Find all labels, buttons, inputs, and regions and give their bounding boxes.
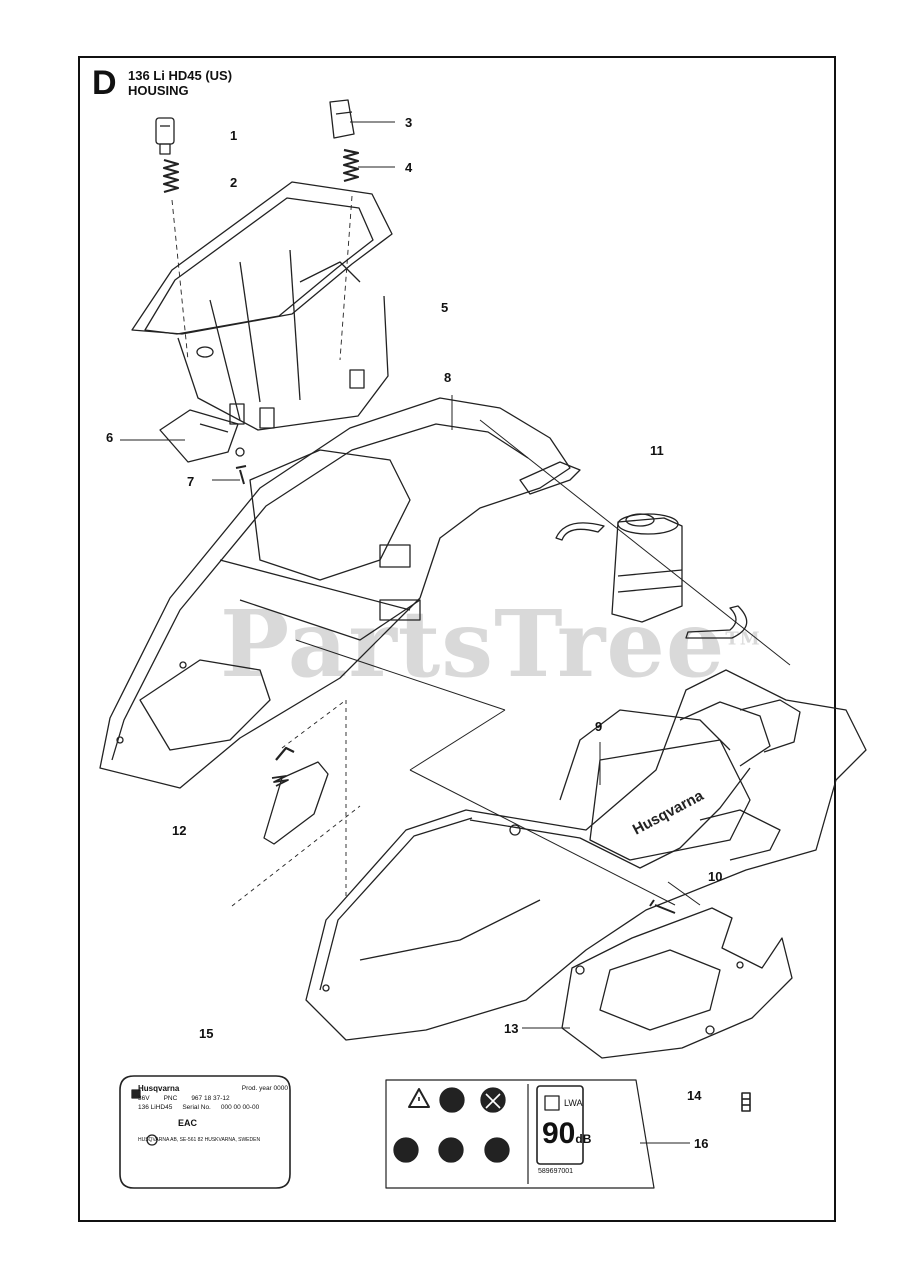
housing-brand-text: Husqvarna: [630, 787, 707, 839]
rating-voltage: 36V: [138, 1094, 150, 1102]
part-12-guides: [231, 699, 361, 907]
part-5-battery-bay: [131, 181, 393, 431]
part-14-screw: [741, 1092, 751, 1112]
sound-lwa: LWA: [564, 1098, 583, 1108]
callout-5: 5: [441, 300, 449, 315]
callout-1: 1: [230, 128, 238, 143]
part-12-trigger: [263, 746, 329, 845]
callout-12: 12: [172, 823, 187, 838]
rating-prod-year: Prod. year 0000: [241, 1085, 288, 1092]
diagram-frame: [78, 56, 836, 1222]
rating-eac: EAC: [178, 1117, 198, 1128]
rating-model: 136 LiHD45: [138, 1104, 173, 1111]
callout-3: 3: [405, 115, 413, 130]
part-10-screw: [649, 899, 676, 914]
part-9-right-housing: [305, 669, 867, 1041]
part-8-left-housing: [99, 397, 581, 789]
part-16-warning-decal: [385, 1079, 655, 1189]
rating-brand: Husqvarna: [138, 1084, 180, 1093]
callout-2: 2: [230, 175, 238, 190]
callout-6: 6: [106, 430, 114, 445]
section-letter: D: [92, 64, 117, 102]
part-15-rating-label: [119, 1075, 291, 1189]
rating-serial-value: 000 00 00-00: [220, 1104, 260, 1111]
sound-unit: dB: [575, 1132, 592, 1146]
callout-9: 9: [595, 719, 603, 734]
leader-lines: [120, 121, 791, 1144]
watermark-tm: TM: [725, 628, 761, 650]
watermark: PartsTreeTM: [220, 590, 761, 698]
rating-serial-label: Serial No.: [182, 1104, 211, 1111]
model-title: 136 Li HD45 (US): [128, 68, 233, 83]
sound-value: 90dB: [542, 1117, 592, 1150]
part-7-screw: [235, 465, 247, 485]
callout-16: 16: [694, 1136, 709, 1151]
rating-pnc-label: PNC: [163, 1094, 178, 1102]
callout-14: 14: [687, 1088, 702, 1103]
section-title-block: 136 Li HD45 (US) HOUSING: [128, 68, 232, 98]
callout-10: 10: [708, 869, 723, 884]
callout-15: 15: [199, 1026, 214, 1041]
part-4-spring: [342, 148, 360, 183]
section-title: HOUSING: [128, 83, 189, 98]
callout-4: 4: [405, 160, 413, 175]
callout-7: 7: [187, 474, 195, 489]
callout-8: 8: [444, 370, 452, 385]
part-6-cover: [159, 409, 245, 463]
part-3-cap: [329, 99, 355, 139]
part-11-motor: [555, 513, 748, 639]
part-2-spring: [162, 158, 180, 194]
rating-pnc-value: 967 18 37-12: [191, 1094, 230, 1102]
part-1-switch: [155, 117, 175, 155]
rating-label-text: Husqvarna Prod. year 0000 36V PNC 967 18…: [138, 1084, 288, 1146]
callout-11: 11: [650, 443, 664, 458]
rating-manufacturer: HUSQVARNA AB, SE-561 82 HUSKVARNA, SWEDE…: [138, 1137, 261, 1143]
callout-13: 13: [504, 1021, 519, 1036]
sound-part-number: 589697001: [538, 1168, 574, 1175]
part-13-guard: [561, 907, 793, 1059]
alignment-lines: [171, 195, 353, 361]
